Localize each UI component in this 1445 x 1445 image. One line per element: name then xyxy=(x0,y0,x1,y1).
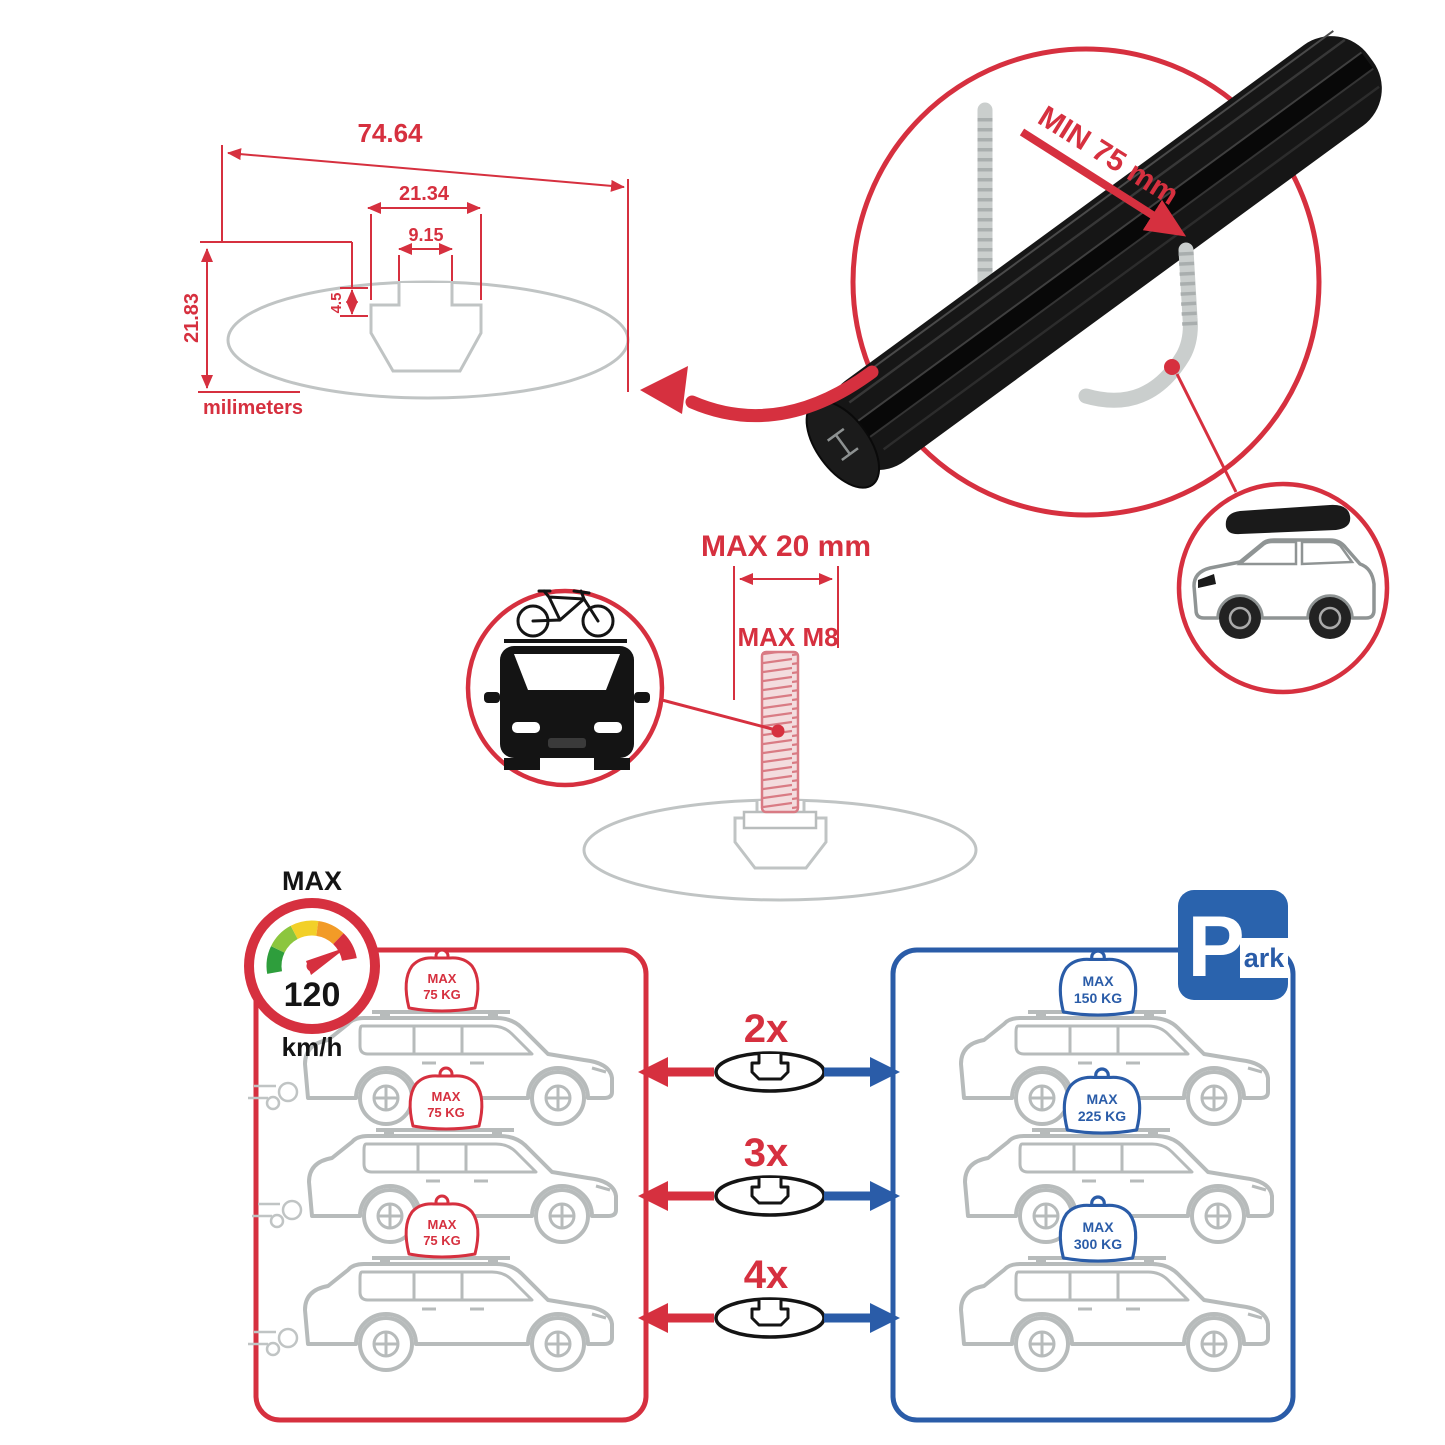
crossbar-3d xyxy=(805,30,1382,489)
bolt-max-thread-label: MAX M8 xyxy=(737,622,838,652)
red-box-cars: MAX 75 KG MAX 75 KG MAX 75 KG xyxy=(246,948,618,1372)
count-label-3x: 3x xyxy=(744,1131,789,1175)
right-arrow-shaft xyxy=(824,1067,874,1077)
gauge-arc-orange xyxy=(315,920,344,945)
load-label: MAX xyxy=(432,1089,461,1104)
right-arrow-icon xyxy=(870,1057,900,1087)
gauge-arc-lime xyxy=(271,925,299,954)
roof-box xyxy=(1225,504,1351,535)
suv-window-front xyxy=(1236,540,1298,566)
gauge-arc-yellow xyxy=(290,920,319,940)
left-arrow-icon xyxy=(638,1057,668,1087)
t-bolt-head xyxy=(742,810,818,830)
dim-total-width-line xyxy=(227,148,625,192)
gauge-arc-green xyxy=(266,946,285,974)
closeup-circle xyxy=(850,46,1322,518)
left-arrow-icon xyxy=(638,1303,668,1333)
suv-window-rear xyxy=(1300,540,1355,566)
load-label: MAX xyxy=(1086,1091,1118,1107)
car-front-icon xyxy=(484,646,650,770)
crossbar-profile-icon xyxy=(714,1297,826,1339)
crossbar-profile-icon xyxy=(714,1175,826,1217)
parking-letter: P xyxy=(1187,899,1244,995)
bar-closeup: MIN 75 mm xyxy=(640,30,1382,518)
speed-units: km/h xyxy=(282,1032,343,1062)
bolt-pointer-dot xyxy=(771,724,785,738)
load-label: 75 KG xyxy=(423,1233,461,1248)
left-arrow-icon xyxy=(638,1181,668,1211)
bolt-section: MAX 20 mm MAX M8 xyxy=(582,530,978,902)
load-label: MAX xyxy=(428,1217,457,1232)
u-bolt-right-rod xyxy=(1078,242,1198,408)
blue-box-cars: MAX 150 KG MAX 225 KG MAX 300 KG xyxy=(959,949,1274,1372)
load-label: 300 KG xyxy=(1074,1236,1122,1252)
suv-wheel-rear xyxy=(1309,597,1351,639)
car-bike-circle xyxy=(465,588,665,788)
parking-suffix: ark xyxy=(1244,943,1286,973)
suv-roofbox-circle xyxy=(1176,481,1390,695)
dim-lip-depth-label: 4.5 xyxy=(328,293,345,314)
suv-headlight xyxy=(1198,574,1216,588)
speed-value: 120 xyxy=(284,976,341,1014)
profile-t-slot xyxy=(369,283,483,373)
load-label: 75 KG xyxy=(427,1105,465,1120)
suv-wheel-front xyxy=(1219,597,1261,639)
multiplier-column: 2x 3x 4x xyxy=(638,1007,900,1339)
dim-channel-opening-label: 9.15 xyxy=(408,225,443,245)
load-label: MAX xyxy=(1082,1219,1114,1235)
load-label: 225 KG xyxy=(1078,1108,1126,1124)
gauge-pivot xyxy=(306,960,318,972)
units-label: milimeters xyxy=(203,397,303,419)
dim-total-width-label: 74.64 xyxy=(357,118,423,148)
crossbar-profile-icon xyxy=(714,1051,826,1093)
right-arrow-shaft xyxy=(824,1191,874,1201)
left-arrow-shaft xyxy=(664,1313,714,1323)
speed-max-label: MAX xyxy=(282,866,342,896)
bike-icon xyxy=(516,589,615,638)
speed-limit-gauge: MAX 120 km/h xyxy=(244,866,380,1062)
gauge-arc-red xyxy=(332,933,357,962)
min-grip-arrow xyxy=(1019,128,1187,237)
count-label-4x: 4x xyxy=(744,1253,789,1297)
pointer-dot xyxy=(1164,359,1180,375)
dim-total-height-label: 21.83 xyxy=(181,293,203,343)
left-arrow-shaft xyxy=(664,1067,714,1077)
load-label: MAX xyxy=(428,971,457,986)
dim-channel-outer-label: 21.34 xyxy=(399,183,450,205)
load-label: MAX xyxy=(1082,973,1114,989)
left-arrow-shaft xyxy=(664,1191,714,1201)
bolt-max-length-label: MAX 20 mm xyxy=(701,530,871,563)
pointer-line xyxy=(1175,373,1238,493)
closeup-arrow-curve xyxy=(685,365,879,423)
bolt-pointer-line xyxy=(661,698,773,731)
count-label-2x: 2x xyxy=(744,1007,789,1051)
load-label: 75 KG xyxy=(423,987,461,1002)
load-label: 150 KG xyxy=(1074,990,1122,1006)
parking-sign: P ark xyxy=(1178,890,1288,1000)
crossbar-dimension-diagram: 74.64 21.34 9.15 4.5 21.83 milimeters xyxy=(181,118,630,419)
closeup-arrow-head xyxy=(640,366,688,414)
right-arrow-shaft xyxy=(824,1313,874,1323)
right-arrow-icon xyxy=(870,1181,900,1211)
parking-suffix-tag xyxy=(1240,938,1288,978)
right-arrow-icon xyxy=(870,1303,900,1333)
